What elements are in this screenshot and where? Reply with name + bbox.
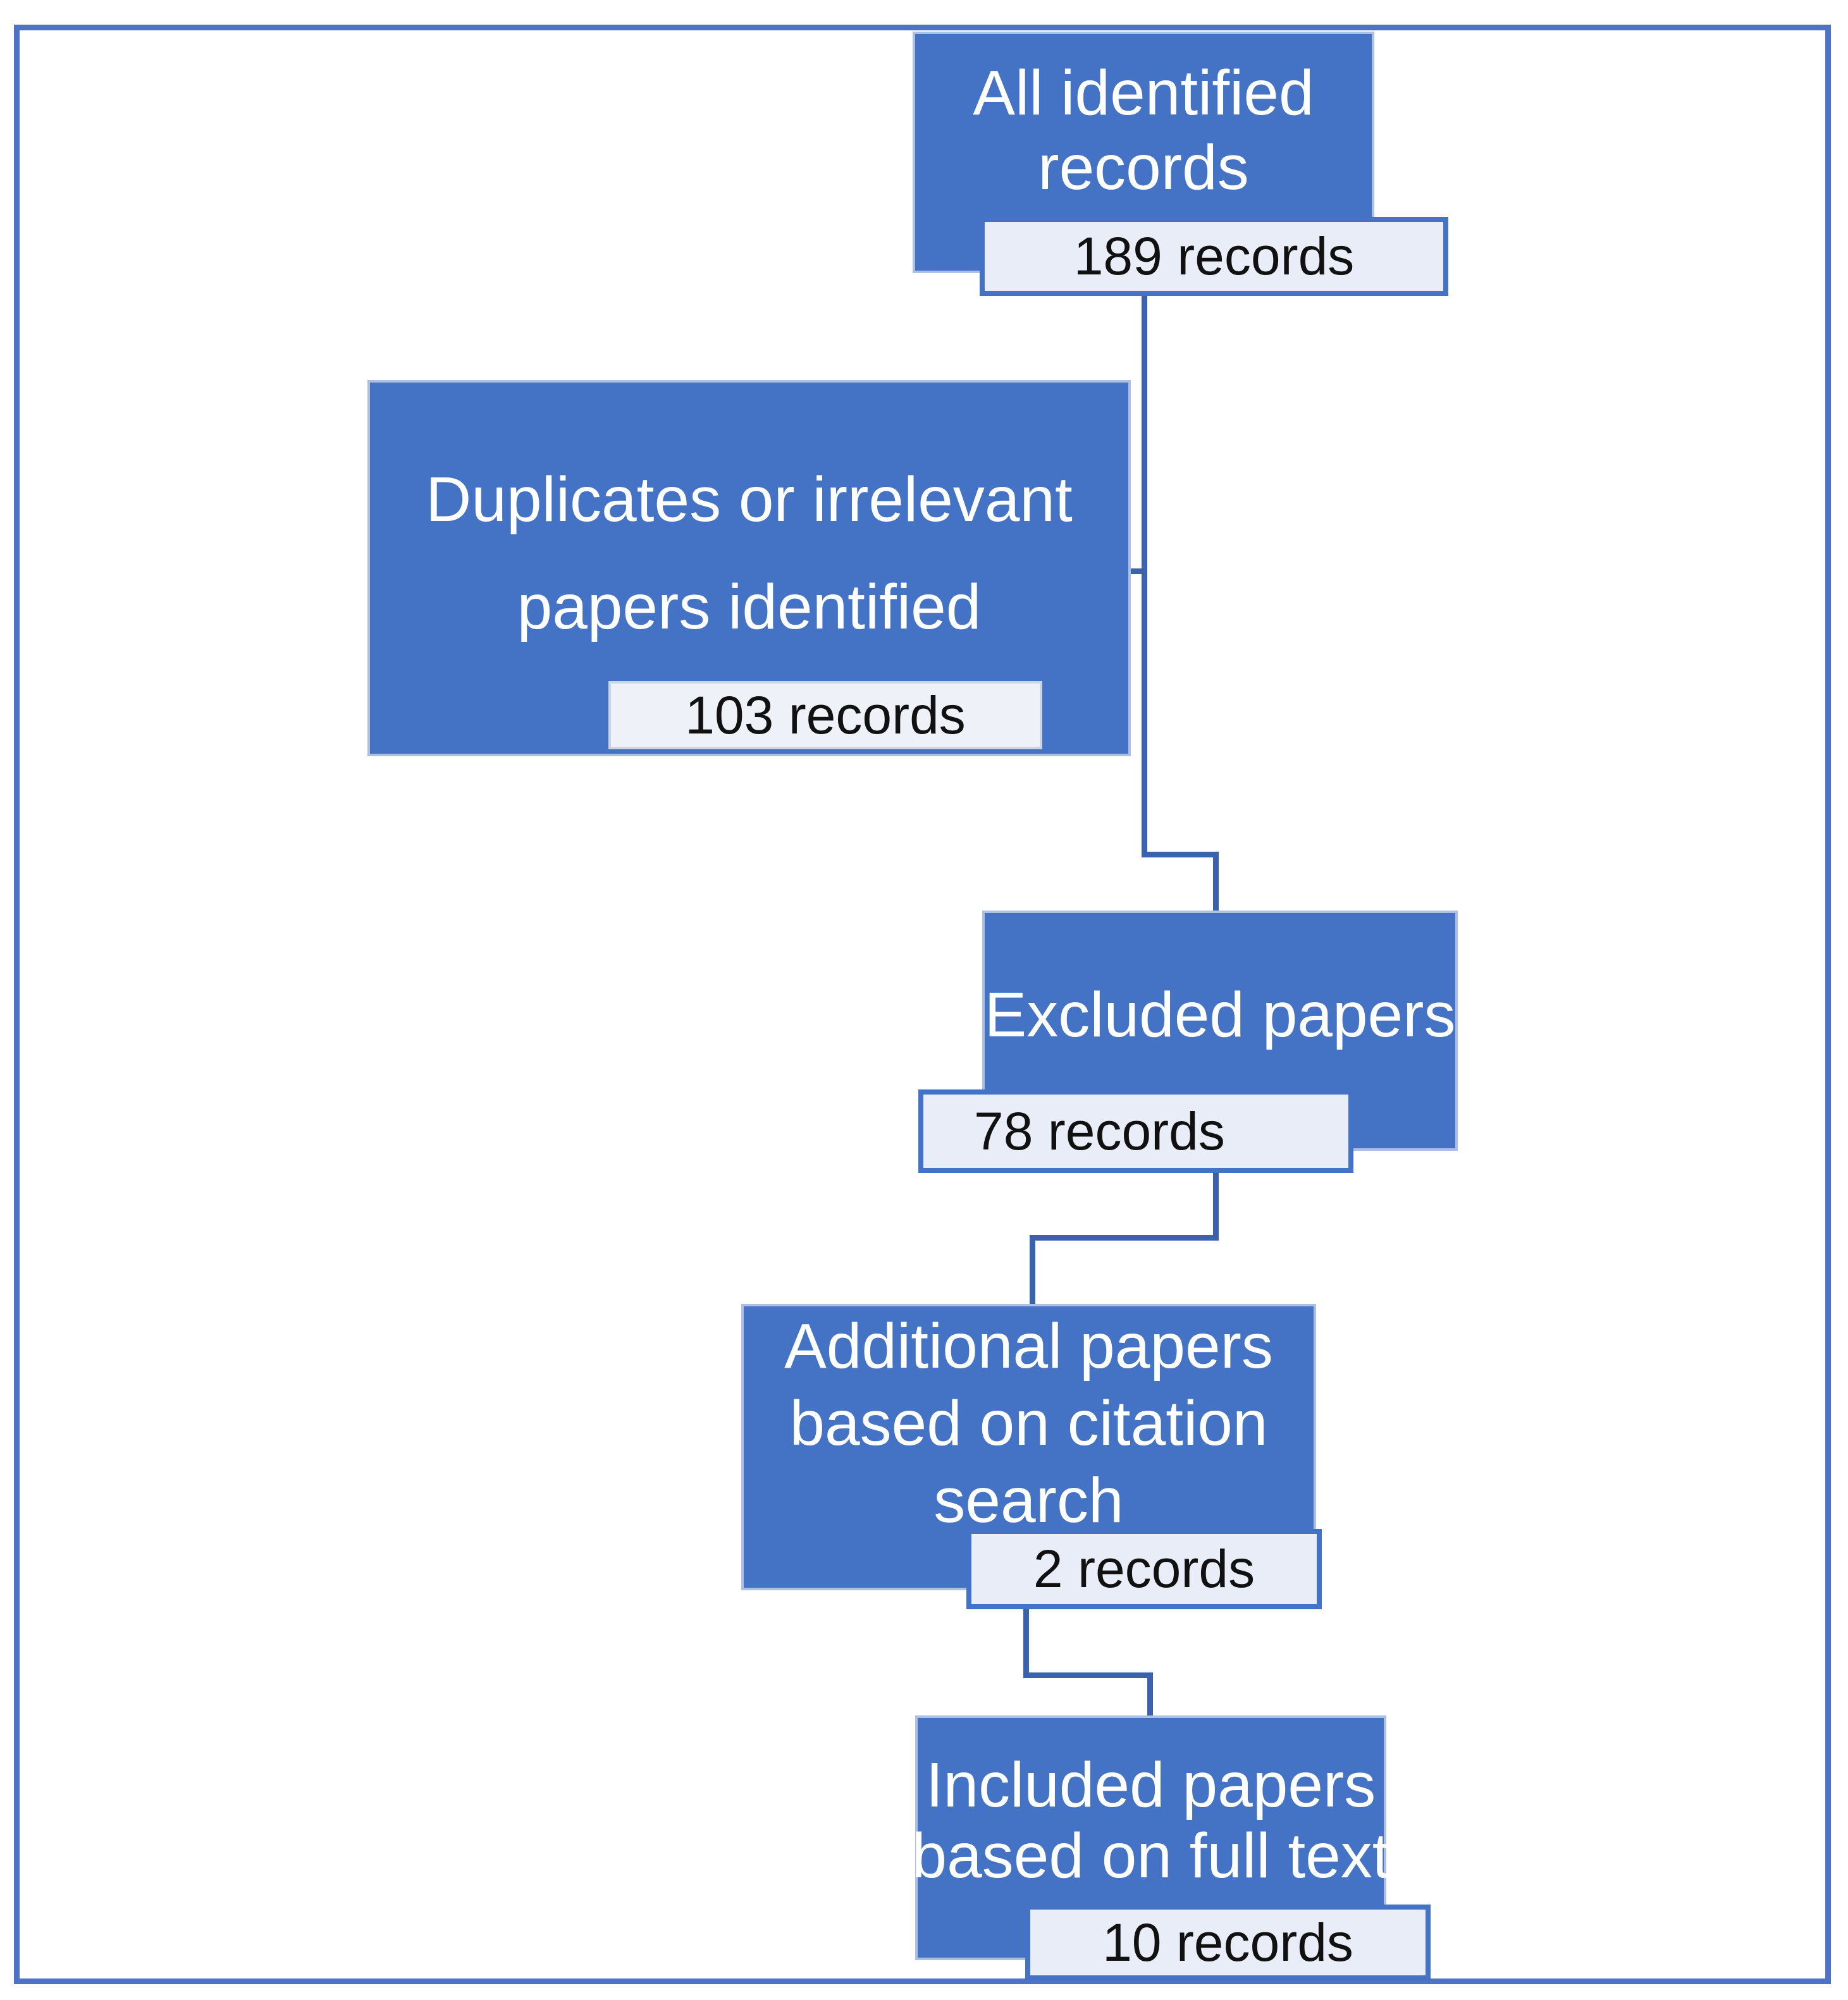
flow-box-text-line: Excluded papers [984,979,1456,1050]
flow-box-text-line: Included papers [925,1750,1376,1820]
count-badge-10-records: 10 records [1025,1905,1431,1980]
connector-jog3-into-included [1147,1672,1153,1717]
flow-box-text-line: based on full text [911,1820,1390,1891]
connector-jog2-into-additional [1030,1235,1035,1306]
flow-box-text-line: Additional papers [784,1311,1273,1382]
flow-box-text-line: All identified [973,58,1314,128]
connector-allrecords-down [1142,295,1147,855]
flow-box-additional-citation-search: Additional papers based on citation sear… [741,1304,1316,1590]
connector-jog2-horizontal [1030,1235,1219,1241]
outer-frame [14,25,1831,1984]
count-badge-78-records: 78 records [918,1089,1353,1173]
flow-box-text-line: based on citation [789,1388,1268,1459]
count-badge-103-records: 103 records [608,681,1042,749]
flow-box-text-line: search [933,1465,1124,1536]
connector-excluded-down [1213,1170,1219,1241]
connector-jog3-horizontal [1023,1672,1153,1678]
connector-additional-down [1023,1606,1029,1678]
connector-jog1-horizontal [1142,852,1219,857]
connector-jog1-into-excluded [1213,852,1219,913]
connector-duplicates-stub [1131,568,1146,574]
flow-box-text-line: Duplicates or irrelevant [426,464,1073,535]
flow-box-text-line: papers identified [517,572,982,642]
count-badge-189-records: 189 records [980,217,1448,296]
count-badge-2-records: 2 records [966,1529,1322,1609]
flow-box-text-line: records [1038,132,1249,203]
